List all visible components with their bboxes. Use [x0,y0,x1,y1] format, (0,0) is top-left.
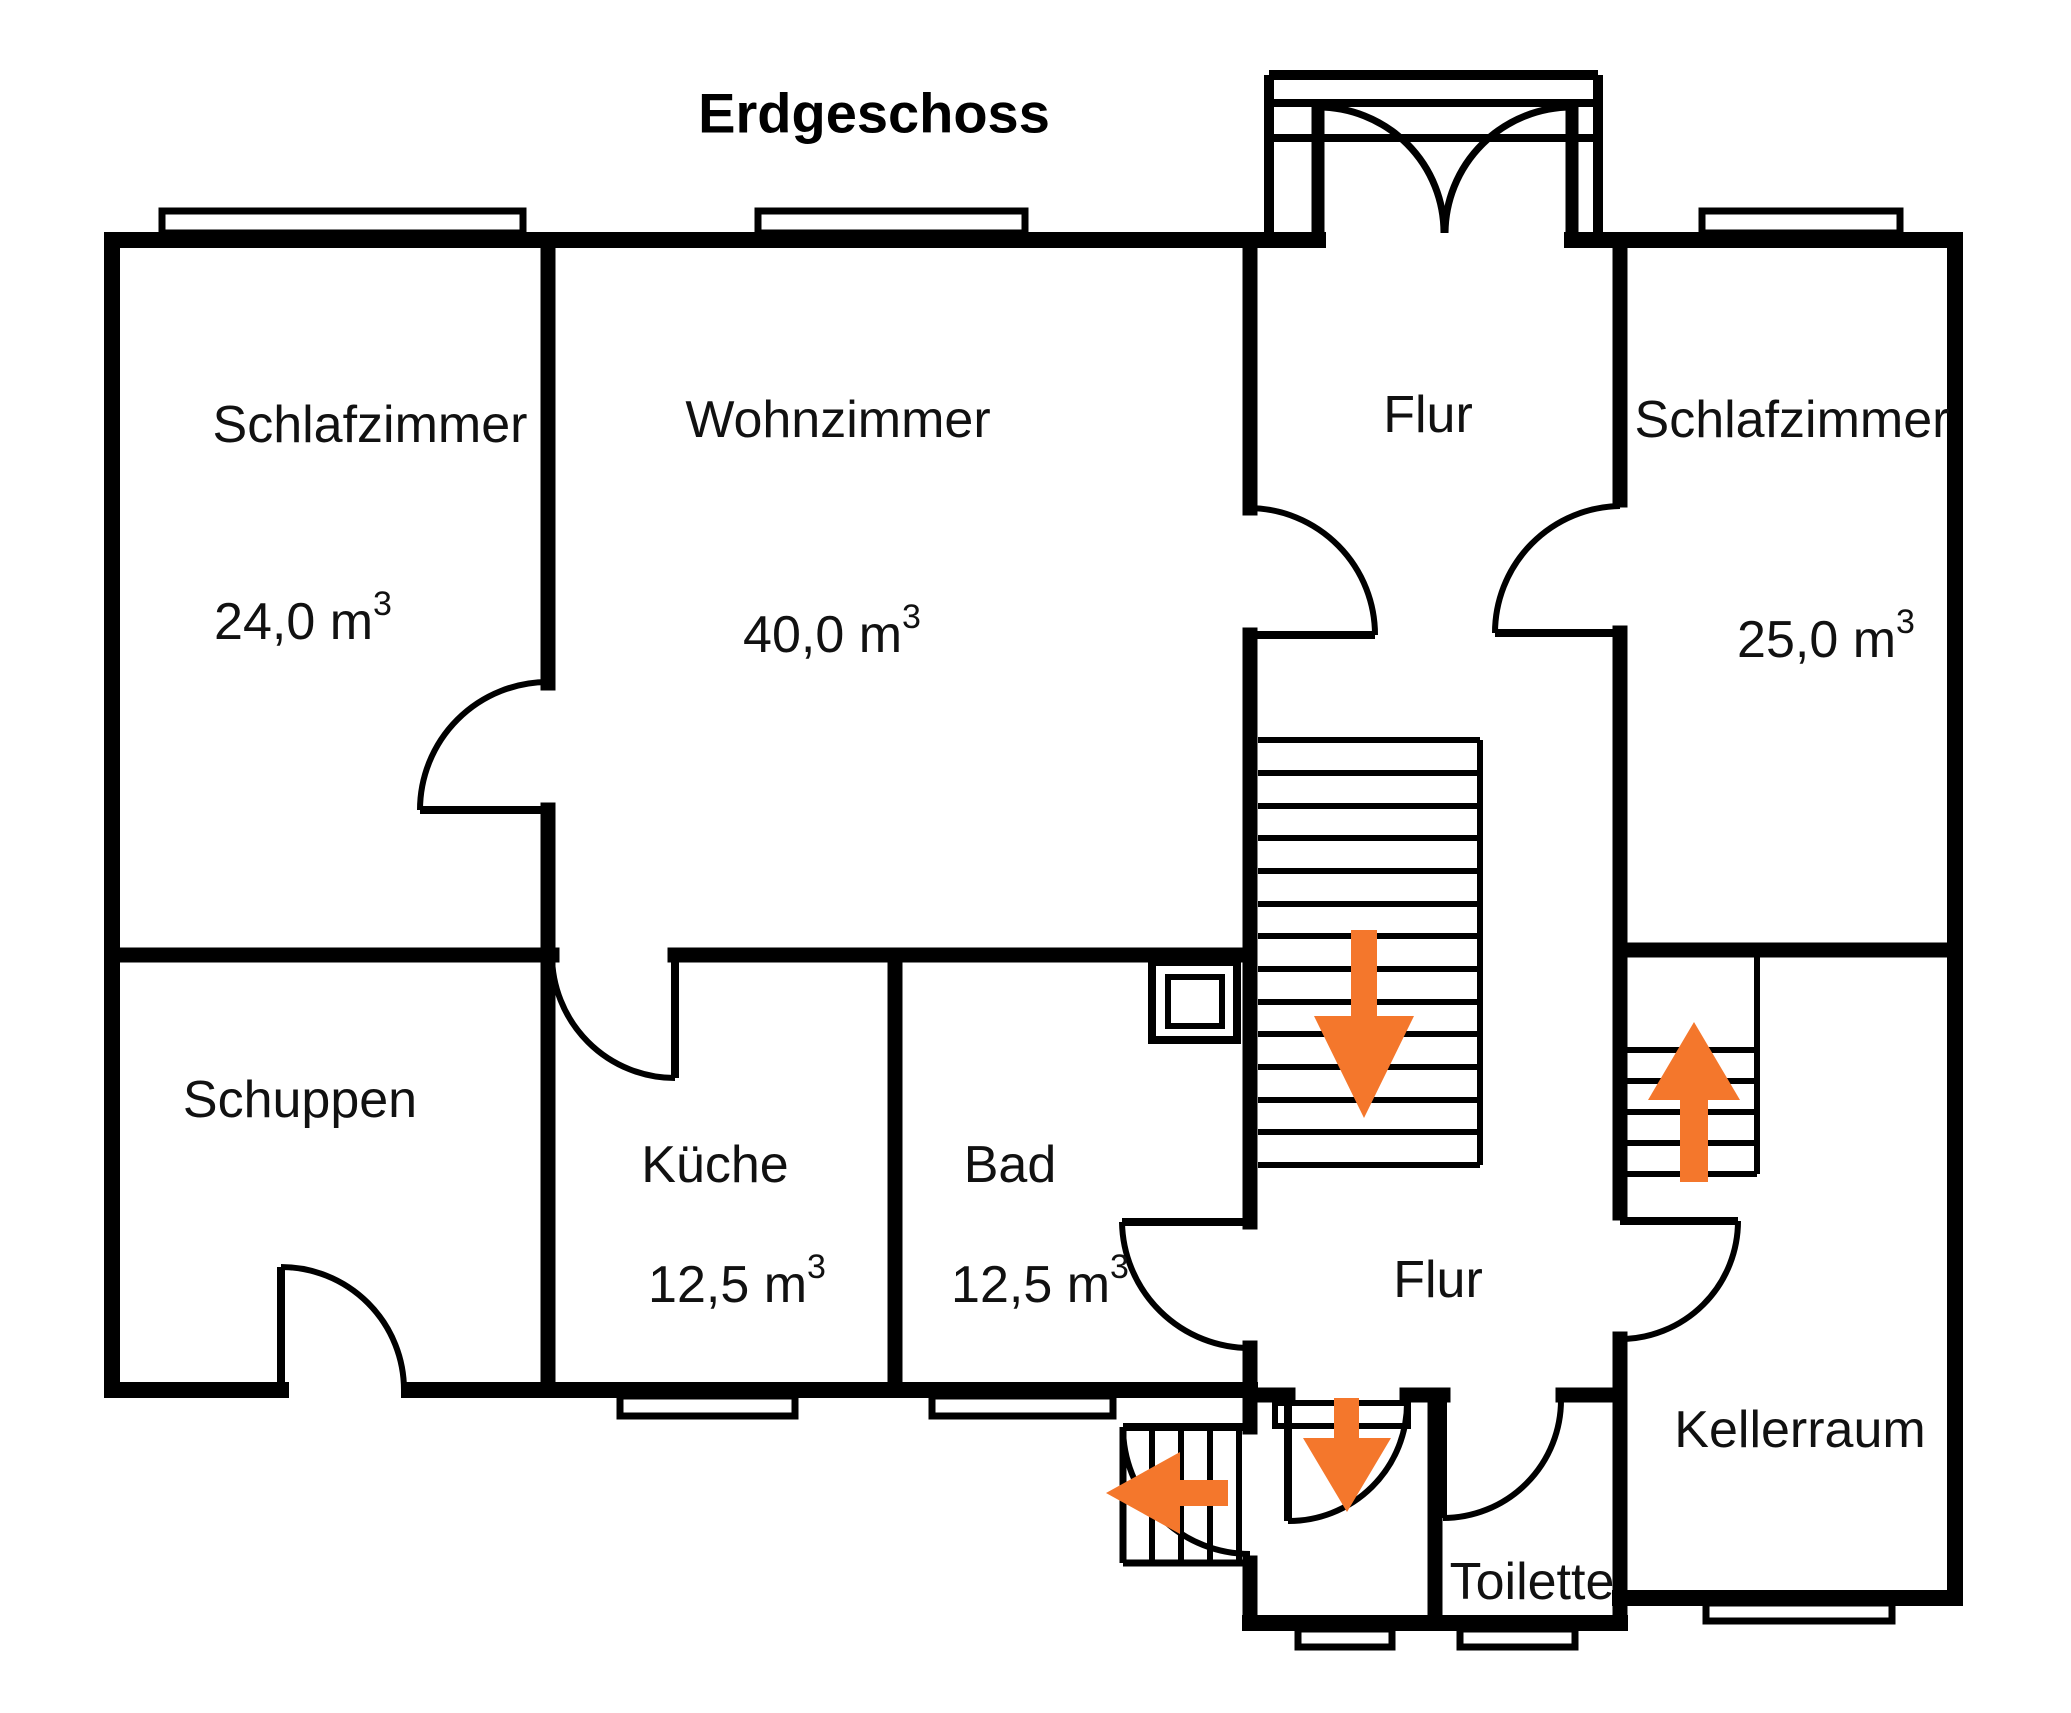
door-arc-toilette [1442,1399,1564,1521]
door-arc-flur-wohnzimmer [1249,505,1378,636]
volume-sup: 3 [373,585,392,623]
volume-schlafzimmer-left: 24,0 m3 [214,585,392,651]
chimney-inner [1165,974,1225,1029]
window-bad [928,1392,1117,1420]
window-wohnzimmer [754,207,1029,237]
door-arc-schlafzimmer-left [417,679,549,811]
volume-schlafzimmer-right: 25,0 m3 [1737,603,1915,669]
volume-sup: 3 [1110,1248,1129,1286]
walls-interior [104,232,1963,1631]
window-schlafzimmer-right [1698,207,1904,237]
window-toilette-bottom [1456,1625,1579,1651]
volume-wohnzimmer: 40,0 m3 [743,598,921,664]
door-arc-flur-schlafzimmer-right [1492,503,1621,634]
direction-arrows [1106,930,1740,1534]
window-vestibule-bottom [1294,1625,1396,1651]
walls-outer [104,232,1963,1631]
arrow-down-icon [1314,930,1414,1118]
door-arc-schuppen [280,1264,407,1391]
volume-bad: 12,5 m3 [951,1248,1129,1314]
entrance-door-arc-right [1441,103,1573,234]
window-schlafzimmer-left [158,207,527,237]
entrance-door-arc-left [1317,103,1448,234]
room-label-kueche: Küche [641,1136,788,1194]
volume-text: 40,0 m [743,606,902,664]
volume-sup: 3 [807,1248,826,1286]
arrow-down-small-icon [1303,1398,1391,1512]
arrow-up-icon [1648,1022,1740,1182]
volume-text: 24,0 m [214,593,373,651]
window-kueche [616,1392,799,1420]
windows [158,207,1904,1651]
entrance-porch [1264,70,1603,240]
volume-sup: 3 [1896,603,1915,641]
doors [277,503,1741,1557]
door-arc-kellerraum [1619,1220,1741,1342]
room-label-schlafzimmer-right: Schlafzimmer [1635,391,1950,449]
room-label-kellerraum: Kellerraum [1674,1401,1925,1459]
room-label-flur-bottom: Flur [1393,1251,1483,1309]
entrance-door-posts [1311,103,1579,240]
door-arc-vestibule [1287,1402,1410,1525]
volume-text: 12,5 m [951,1256,1110,1314]
volume-text: 25,0 m [1737,611,1896,669]
room-label-flur-top: Flur [1383,386,1473,444]
room-label-wohnzimmer: Wohnzimmer [685,391,990,449]
room-label-schlafzimmer-left: Schlafzimmer [213,396,528,454]
room-label-toilette: Toilette [1450,1553,1615,1611]
room-label-bad: Bad [964,1136,1057,1194]
arrow-left-icon [1106,1452,1228,1534]
chimney-square [1148,958,1241,1044]
door-arc-bad [1119,1221,1251,1351]
door-arc-kueche [549,954,676,1081]
volume-text: 12,5 m [648,1256,807,1314]
page-title: Erdgeschoss [698,82,1050,145]
volume-kueche: 12,5 m3 [648,1248,826,1314]
volume-sup: 3 [902,598,921,636]
room-label-schuppen: Schuppen [183,1071,417,1129]
